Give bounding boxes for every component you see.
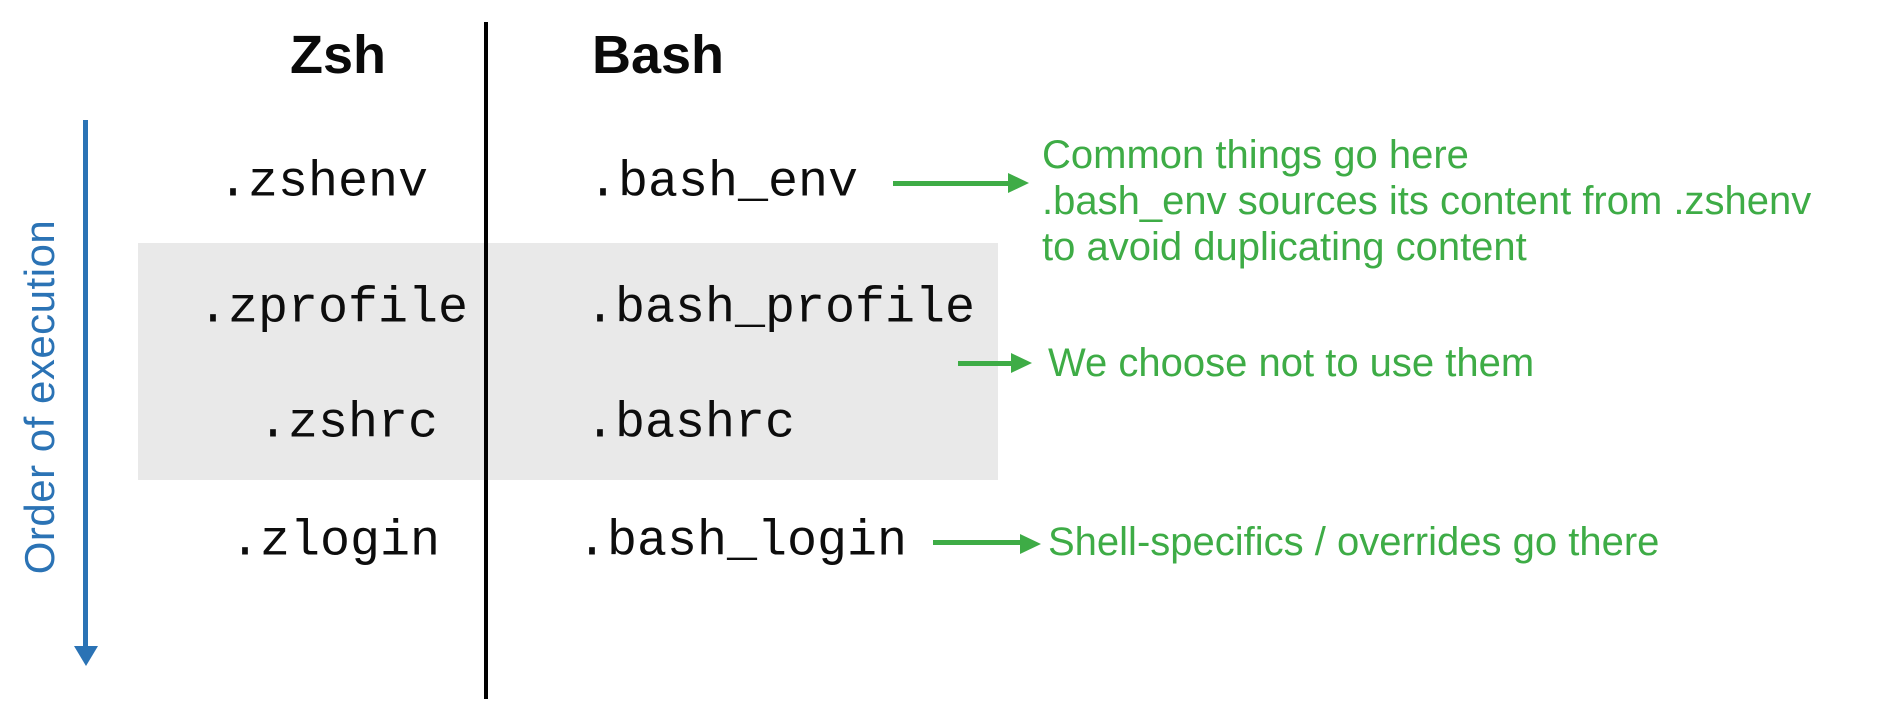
file-bash-profile: .bash_profile [585,280,976,338]
file-zlogin: .zlogin [229,513,441,571]
file-zshrc: .zshrc [257,395,439,453]
annotation-line: Common things go here [1042,133,1469,177]
unused-files-highlight [138,243,998,480]
file-bashrc: .bashrc [585,395,796,453]
bash-column-header: Bash [591,25,725,85]
file-bash-env: .bash_env [588,154,859,212]
file-bash-login: .bash_login [577,513,908,571]
unused-rows-annotation-arrow [958,361,1012,366]
bash-env-annotation: Common things go here .bash_env sources … [1042,132,1811,270]
file-zshenv: .zshenv [217,154,429,212]
annotation-line: .bash_env sources its content from .zshe… [1042,179,1812,223]
execution-order-arrow [83,120,88,648]
annotation-line: to avoid duplicating content [1042,225,1527,269]
file-zprofile: .zprofile [197,280,469,338]
column-divider-line [484,22,488,699]
arrow-right-icon [1011,353,1032,373]
arrow-down-icon [74,646,98,666]
unused-rows-annotation: We choose not to use them [1048,341,1535,385]
bash-login-annotation-arrow [933,540,1021,545]
arrow-right-icon [1020,534,1041,554]
arrow-right-icon [1008,173,1029,193]
bash-login-annotation: Shell-specifics / overrides go there [1048,520,1660,564]
zsh-column-header: Zsh [289,25,387,85]
bash-env-annotation-arrow [893,181,1009,186]
order-of-execution-label: Order of execution [16,219,63,575]
